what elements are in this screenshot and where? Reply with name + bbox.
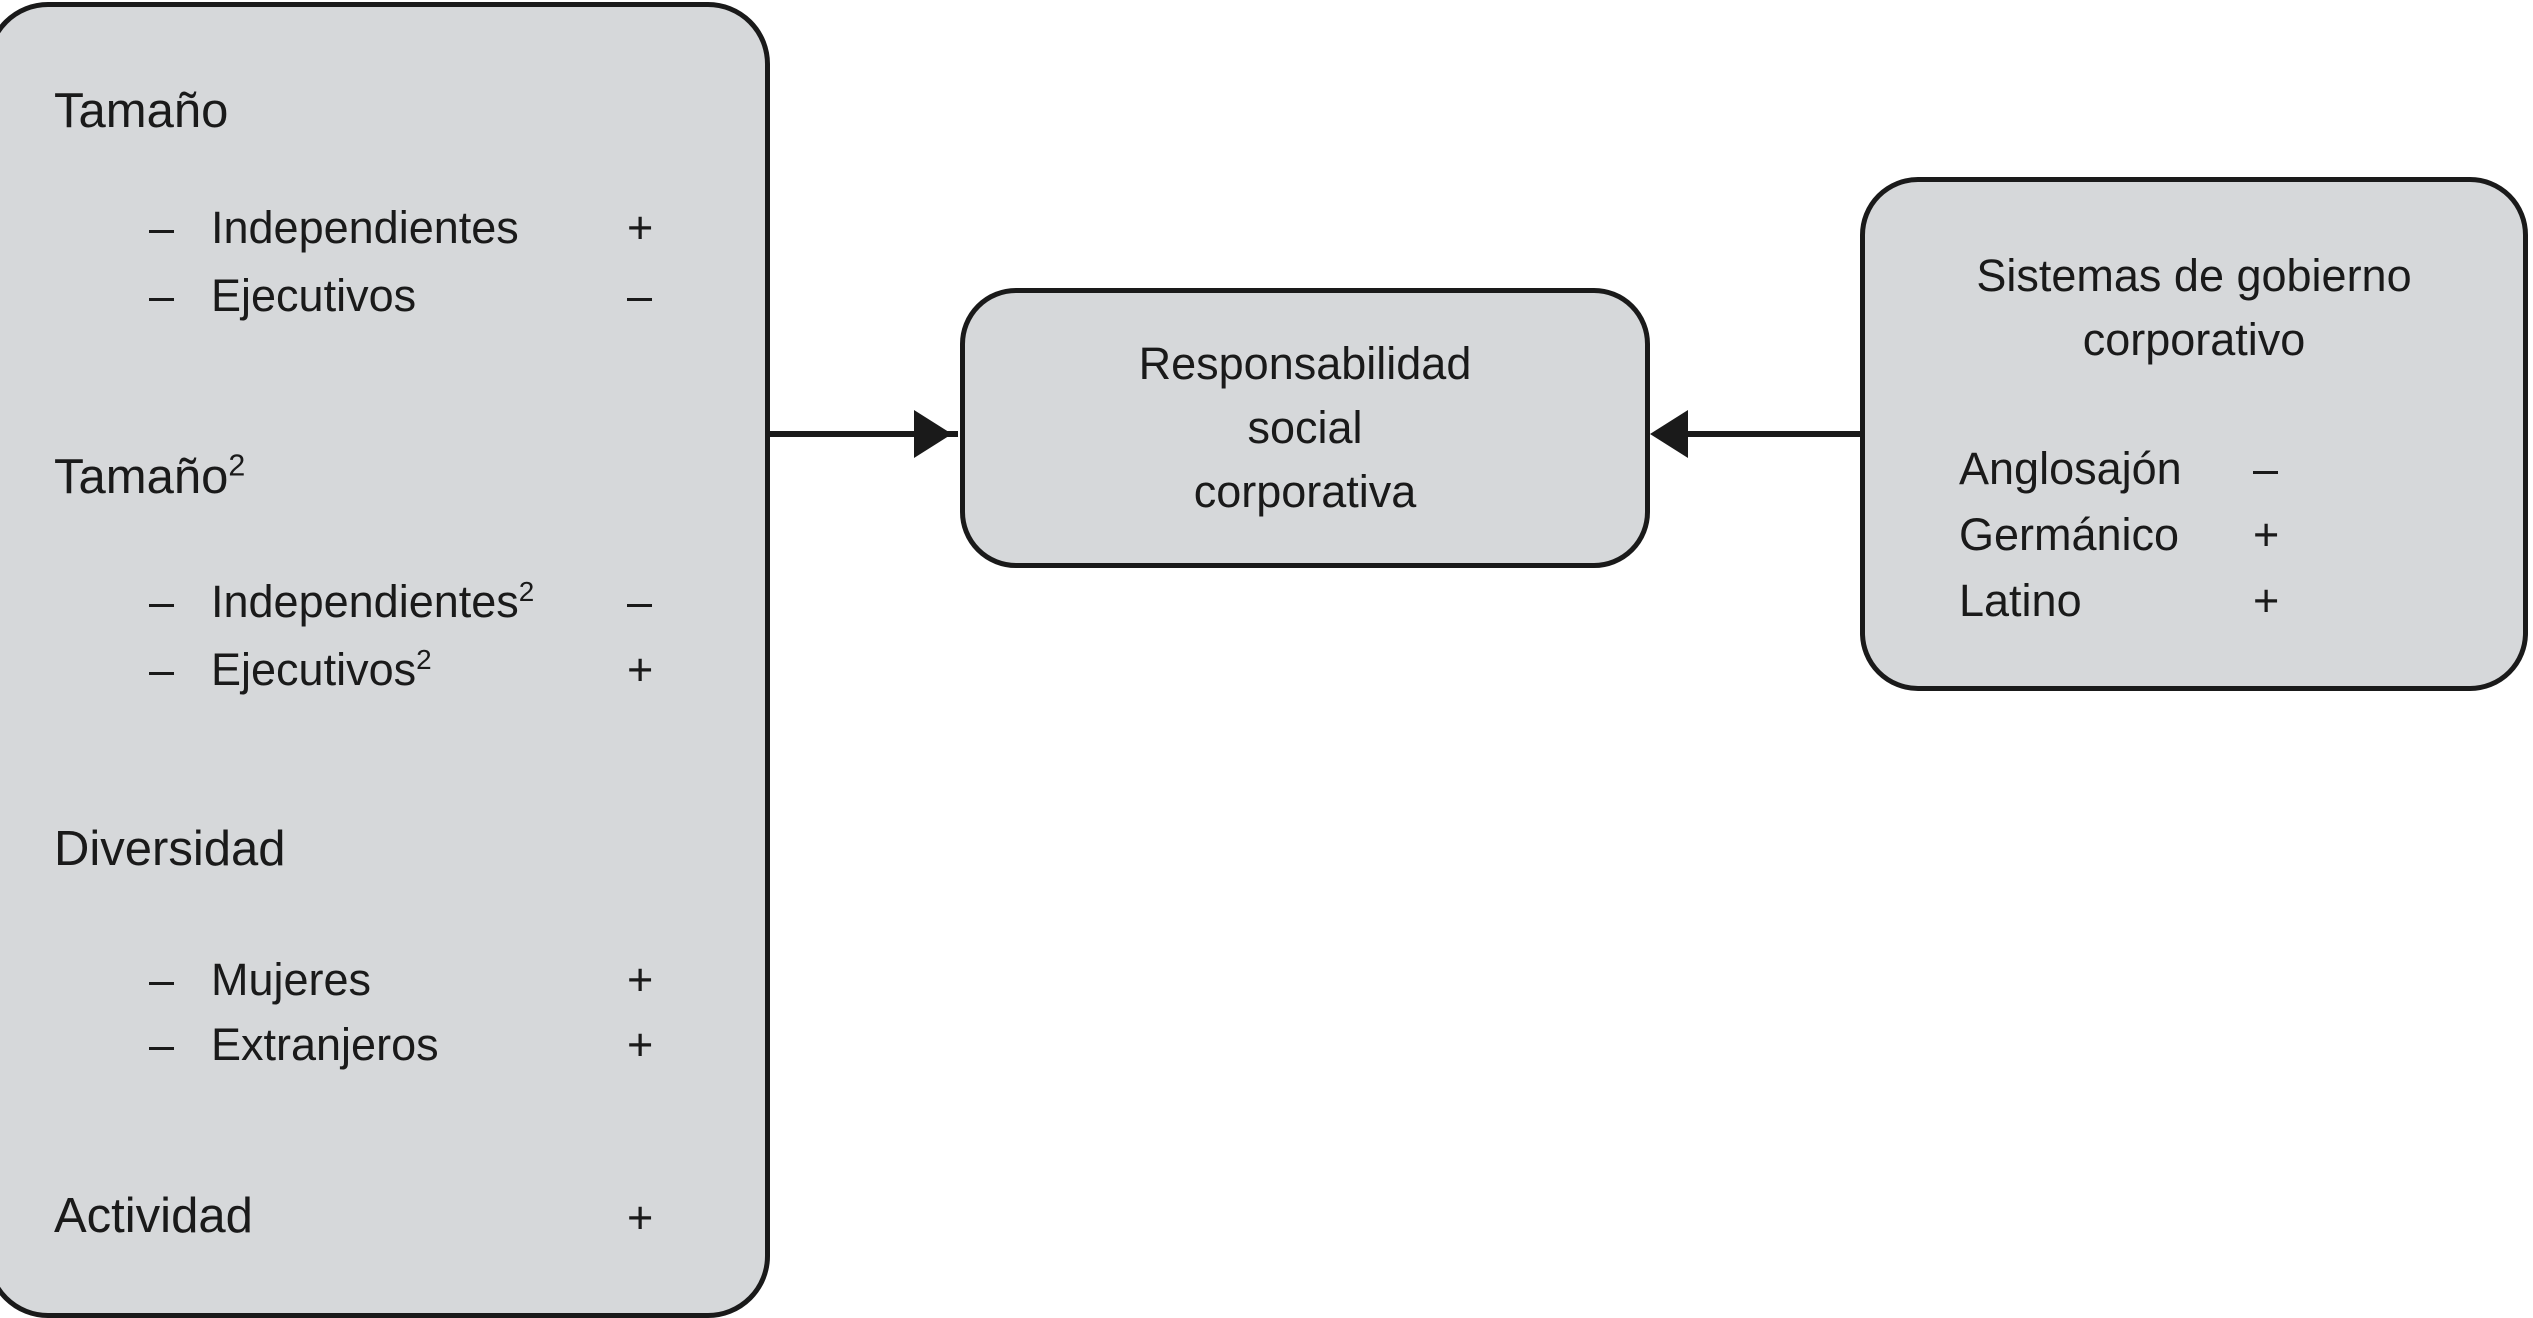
sign-mujeres: + xyxy=(627,954,654,1005)
list-item-ejecutivos: – Ejecutivos xyxy=(149,273,416,318)
governance-item-germanico: Germánico xyxy=(1959,509,2180,560)
group-title-text: Actividad xyxy=(54,1189,253,1243)
list-item-label-text: Ejecutivos xyxy=(211,644,417,695)
list-item-mujeres: – Mujeres xyxy=(149,957,371,1002)
bullet-dash-icon: – xyxy=(149,644,175,695)
list-item-label: Independientes xyxy=(211,202,519,253)
sign-ejecutivos-cuadrado: + xyxy=(627,644,654,695)
list-item-label: Independientes2 xyxy=(211,576,535,627)
list-item-label: Mujeres xyxy=(211,954,372,1005)
arrow-left-to-center-head-icon xyxy=(914,410,952,458)
csr-outcome-label: Responsabilidad social corporativa xyxy=(1138,338,1472,517)
superscript-two: 2 xyxy=(416,644,432,675)
bullet-dash-icon: – xyxy=(149,1019,175,1070)
list-item-independientes-cuadrado: – Independientes2 xyxy=(149,576,535,627)
list-item-label-text: Independientes xyxy=(211,576,519,627)
group-title-tamano: Tamaño xyxy=(54,87,228,136)
sign-latino: + xyxy=(2253,575,2280,626)
sign-anglosajon: – xyxy=(2253,443,2279,494)
superscript-two: 2 xyxy=(228,448,246,483)
arrow-left-to-center-line xyxy=(768,431,958,437)
superscript-two: 2 xyxy=(518,576,535,607)
governance-item-latino: Latino xyxy=(1959,575,2082,626)
group-title-tamano-cuadrado: Tamaño2 xyxy=(54,450,245,504)
list-item-ejecutivos-cuadrado: – Ejecutivos2 xyxy=(149,644,432,695)
list-item-label: Ejecutivos2 xyxy=(211,644,432,695)
list-item-label: Extranjeros xyxy=(211,1019,439,1070)
sign-ejecutivos: – xyxy=(627,270,653,321)
group-title-text: Tamaño xyxy=(54,450,229,504)
list-item-independientes: – Independientes xyxy=(149,205,519,250)
sign-extranjeros: + xyxy=(627,1019,654,1070)
determinants-box-content: Tamaño – Independientes + – Ejecutivos –… xyxy=(0,7,765,1313)
governance-item-anglosajon: Anglosajón xyxy=(1959,443,2182,494)
csr-outcome-box: Responsabilidad social corporativa xyxy=(960,288,1650,568)
governance-systems-box: Sistemas de gobierno corporativo Anglosa… xyxy=(1860,177,2528,691)
sign-independientes: + xyxy=(627,202,654,253)
arrow-right-to-center-head-icon xyxy=(1650,410,1688,458)
bullet-dash-icon: – xyxy=(149,954,175,1005)
sign-actividad: + xyxy=(627,1192,654,1243)
group-title-text: Tamaño xyxy=(54,84,229,138)
group-title-actividad: Actividad xyxy=(54,1192,253,1241)
bullet-dash-icon: – xyxy=(149,202,175,253)
group-title-text: Diversidad xyxy=(54,822,286,876)
arrow-right-to-center-line xyxy=(1688,431,1863,437)
sign-germanico: + xyxy=(2253,509,2280,560)
governance-systems-title: Sistemas de gobierno corporativo xyxy=(1976,250,2412,365)
group-title-diversidad: Diversidad xyxy=(54,825,285,874)
bullet-dash-icon: – xyxy=(149,576,175,627)
sign-independientes-cuadrado: – xyxy=(627,576,653,627)
list-item-label: Ejecutivos xyxy=(211,270,417,321)
list-item-extranjeros: – Extranjeros xyxy=(149,1022,439,1067)
determinants-box: Tamaño – Independientes + – Ejecutivos –… xyxy=(0,2,770,1318)
bullet-dash-icon: – xyxy=(149,270,175,321)
